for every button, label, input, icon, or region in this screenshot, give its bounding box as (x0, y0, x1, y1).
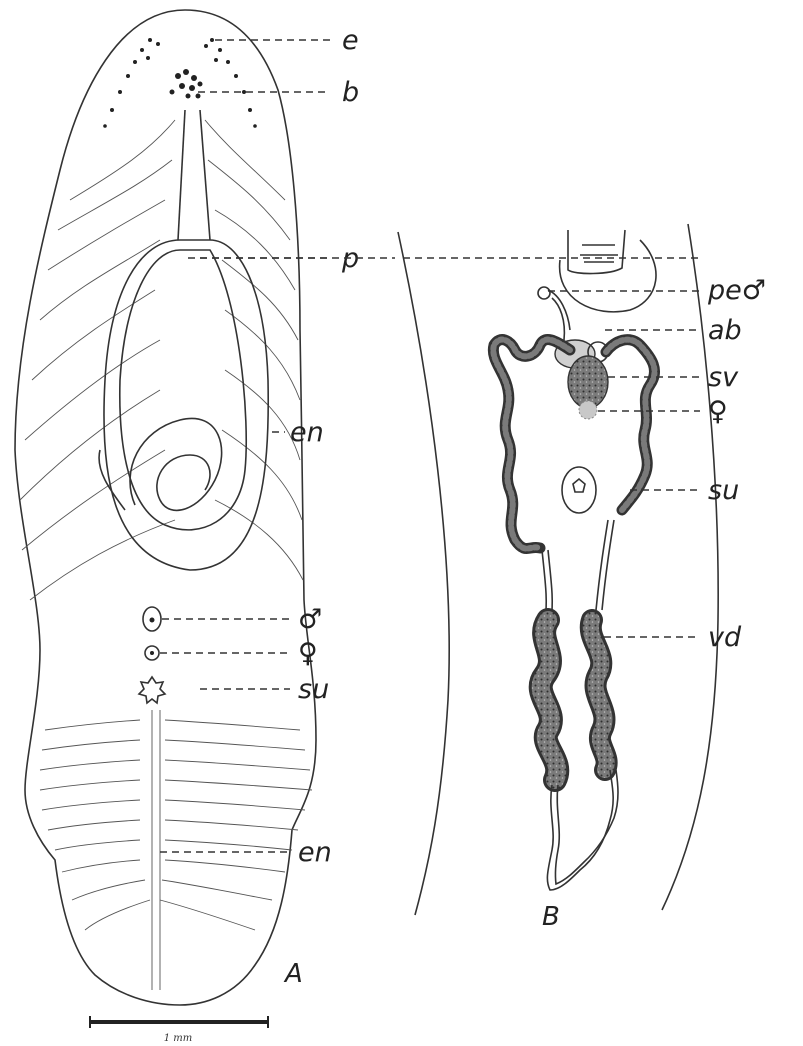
panel-b-specimen (188, 224, 718, 915)
label-b-penis: pe♂ (707, 275, 766, 306)
label-a-b: b (342, 77, 359, 108)
panel-label-a: A (283, 959, 303, 989)
panel-label-b: B (542, 902, 560, 932)
labels-a: e b p en ♂ ♀ su en A (283, 25, 359, 989)
body-margin-left (398, 232, 449, 915)
label-b-female: ♀ (708, 396, 728, 427)
panel-a-specimen: 1 mm (15, 10, 330, 1044)
label-b-su: su (708, 475, 739, 506)
sucker (139, 677, 165, 703)
label-b-sv: sv (708, 362, 739, 393)
label-a-male: ♂ (298, 604, 322, 635)
vas-deferens-left-upper (493, 340, 570, 549)
penis (548, 290, 570, 340)
female-organ (579, 401, 597, 419)
label-a-en: en (290, 417, 324, 448)
eye-spots (103, 38, 257, 128)
brain (170, 69, 203, 99)
pharynx-chamber (560, 240, 656, 312)
pharynx-pocket (104, 240, 268, 570)
label-a-female: ♀ (298, 638, 318, 669)
seminal-vesicle (568, 356, 608, 408)
scale-bar-label: 1 mm (164, 1033, 193, 1044)
gut-branches-posterior (40, 710, 312, 990)
label-a-e: e (342, 25, 359, 56)
pharynx (120, 250, 246, 530)
label-a-su: su (298, 674, 329, 705)
pharynx-coil (130, 418, 222, 510)
label-b-vd: vd (708, 622, 742, 653)
sucker-b (562, 467, 596, 513)
label-a-en-posterior: en (298, 837, 332, 868)
label-b-ab: ab (708, 315, 742, 346)
gut-branches-anterior (20, 120, 303, 600)
